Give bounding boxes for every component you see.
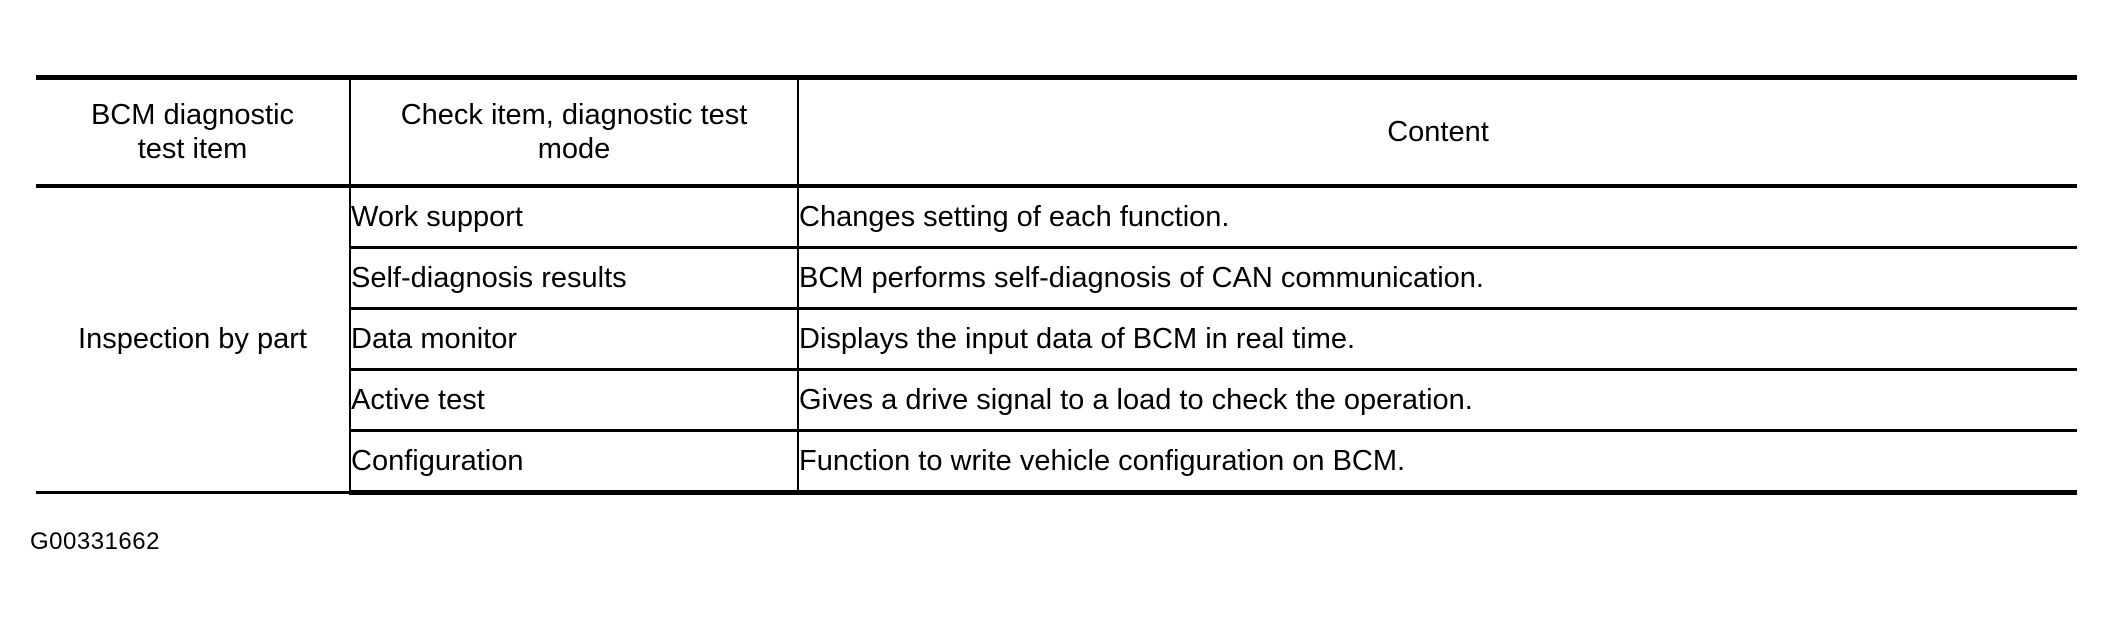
column-header-line-2: test item bbox=[137, 133, 248, 165]
column-header-line-1: Check item, diagnostic test bbox=[400, 98, 748, 131]
column-header-content: Content bbox=[797, 75, 2077, 188]
table-row: Configuration Function to write vehicle … bbox=[36, 430, 2077, 495]
column-header-line-1: BCM diagnostic bbox=[90, 98, 295, 131]
group-label-inspection-by-part: Inspection by part bbox=[36, 186, 350, 494]
column-header-bcm-diagnostic-test-item: BCM diagnostic test item bbox=[36, 75, 350, 188]
table-row: Active test Gives a drive signal to a lo… bbox=[36, 369, 2077, 432]
bcm-diagnostic-table: BCM diagnostic test item Check item, dia… bbox=[36, 75, 2077, 495]
table-row: Data monitor Displays the input data of … bbox=[36, 308, 2077, 371]
content-cell: Displays the input data of BCM in real t… bbox=[797, 308, 2077, 371]
mode-cell: Work support bbox=[349, 186, 798, 249]
table-body: Inspection by part Work support Changes … bbox=[36, 186, 2077, 495]
spec-table-container: BCM diagnostic test item Check item, dia… bbox=[36, 75, 2077, 495]
table-row: Self-diagnosis results BCM performs self… bbox=[36, 247, 2077, 310]
column-header-check-item-diagnostic-test-mode: Check item, diagnostic test mode bbox=[349, 75, 798, 188]
mode-cell: Self-diagnosis results bbox=[349, 247, 798, 310]
mode-cell: Active test bbox=[349, 369, 798, 432]
content-cell: Function to write vehicle configuration … bbox=[797, 430, 2077, 495]
content-cell: BCM performs self-diagnosis of CAN commu… bbox=[797, 247, 2077, 310]
content-cell: Gives a drive signal to a load to check … bbox=[797, 369, 2077, 432]
column-header-line-2: mode bbox=[537, 133, 611, 165]
mode-cell: Configuration bbox=[349, 430, 798, 495]
column-header-line-1: Content bbox=[1387, 115, 1489, 148]
mode-cell: Data monitor bbox=[349, 308, 798, 371]
table-header-row: BCM diagnostic test item Check item, dia… bbox=[36, 75, 2077, 188]
table-header: BCM diagnostic test item Check item, dia… bbox=[36, 75, 2077, 188]
figure-id-caption: G00331662 bbox=[30, 528, 160, 555]
table-row: Inspection by part Work support Changes … bbox=[36, 186, 2077, 494]
content-cell: Changes setting of each function. bbox=[797, 186, 2077, 249]
